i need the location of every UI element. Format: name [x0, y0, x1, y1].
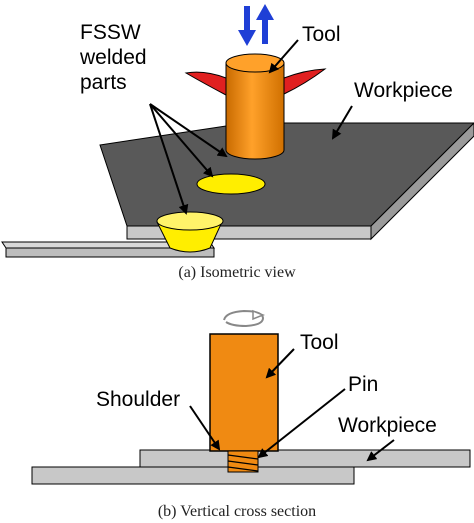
- flash-burr: [184, 68, 327, 96]
- label-fssw-line1: FSSW: [80, 21, 141, 44]
- panel-cross-section: Tool Shoulder Pin Workpiece (b) Vertical…: [31, 309, 471, 520]
- rotation-arrow-icon: [223, 309, 266, 328]
- label-pin: Pin: [348, 373, 378, 396]
- lower-workpiece-section: [31, 466, 355, 485]
- label-shoulder: Shoulder: [96, 388, 180, 411]
- panel-isometric: FSSW welded parts Tool Workpiece (a) Iso…: [1, 4, 474, 281]
- upper-workpiece-plate: [99, 122, 474, 241]
- leader-arrows-section: [189, 348, 395, 462]
- leader-arrows-isometric: [149, 39, 353, 215]
- label-fssw-line2: welded: [79, 46, 147, 69]
- label-fssw-line3: parts: [80, 71, 127, 94]
- label-tool-isometric: Tool: [302, 23, 341, 46]
- up-down-arrows-icon: [238, 4, 274, 46]
- weld-spot-top: [196, 173, 266, 195]
- label-workpiece-isometric: Workpiece: [354, 79, 453, 102]
- label-workpiece-section: Workpiece: [338, 414, 437, 437]
- tool-body-section: [209, 333, 279, 452]
- caption-isometric: (a) Isometric view: [178, 264, 296, 281]
- upper-workpiece-section: [139, 449, 471, 468]
- caption-cross-section: (b) Vertical cross section: [158, 503, 316, 520]
- weld-nugget: [156, 211, 224, 253]
- label-tool-section: Tool: [300, 331, 339, 354]
- lower-workpiece-plate: [1, 241, 215, 258]
- tool-cylinder-isometric: [225, 53, 285, 160]
- tool-pin: [227, 450, 259, 473]
